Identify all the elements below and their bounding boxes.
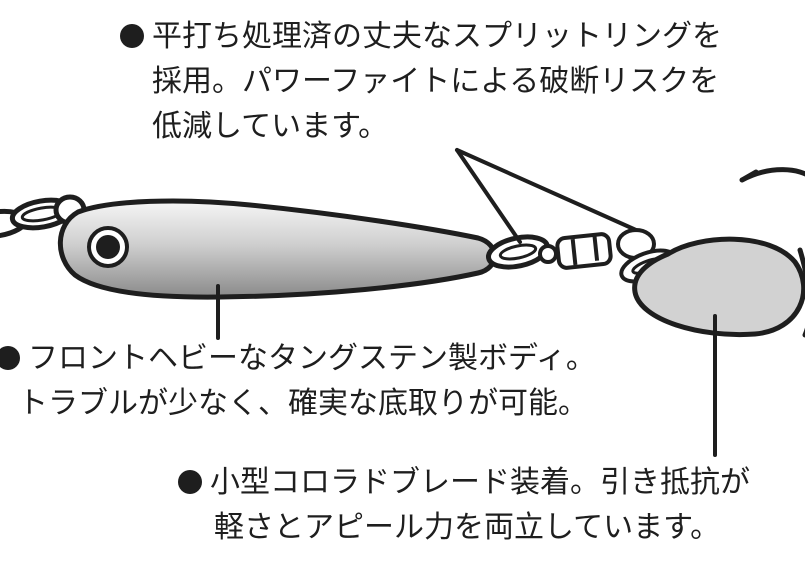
blade-callout: 小型コロラドブレード装着。引き抵抗が 軽さとアピール力を両立しています。 <box>178 460 750 550</box>
blade-text-1: 小型コロラドブレード装着。引き抵抗が <box>210 465 750 500</box>
split-ring-text-1: 平打ち処理済の丈夫なスプリットリングを <box>152 19 722 54</box>
lure-eye-icon <box>87 226 129 268</box>
body-text-1: フロントヘビーなタングステン製ボディ。 <box>28 341 596 376</box>
colorado-blade-icon <box>632 236 805 338</box>
bullet-dot-icon <box>178 470 202 494</box>
split-ring-callout-line-2: 採用。パワーファイトによる破断リスクを <box>152 64 720 99</box>
split-ring-callout-line-3: 低減しています。 <box>152 109 389 144</box>
bullet-dot-icon <box>120 24 144 48</box>
blade-callout-line-2: 軽さとアピール力を両立しています。 <box>214 510 721 545</box>
body-callout-line-2: トラブルが少なく、確実な底取りが可能。 <box>18 386 588 421</box>
front-split-ring-icon <box>0 194 87 240</box>
body-callout: フロントヘビーなタングステン製ボディ。 トラブルが少なく、確実な底取りが可能。 <box>0 336 596 426</box>
leader-lines <box>216 148 717 457</box>
split-ring-callout-line-1: 平打ち処理済の丈夫なスプリットリングを <box>120 14 722 59</box>
split-ring-leader-b <box>455 148 638 232</box>
tungsten-body-icon <box>57 198 497 300</box>
split-ring-callout: 平打ち処理済の丈夫なスプリットリングを 採用。パワーファイトによる破断リスクを … <box>120 14 722 149</box>
bullet-dot-icon <box>0 346 20 370</box>
blade-callout-line-1: 小型コロラドブレード装着。引き抵抗が <box>178 460 750 505</box>
treble-hook-icon <box>739 167 805 338</box>
split-ring-leader-a <box>455 148 522 244</box>
body-callout-line-1: フロントヘビーなタングステン製ボディ。 <box>0 336 596 381</box>
